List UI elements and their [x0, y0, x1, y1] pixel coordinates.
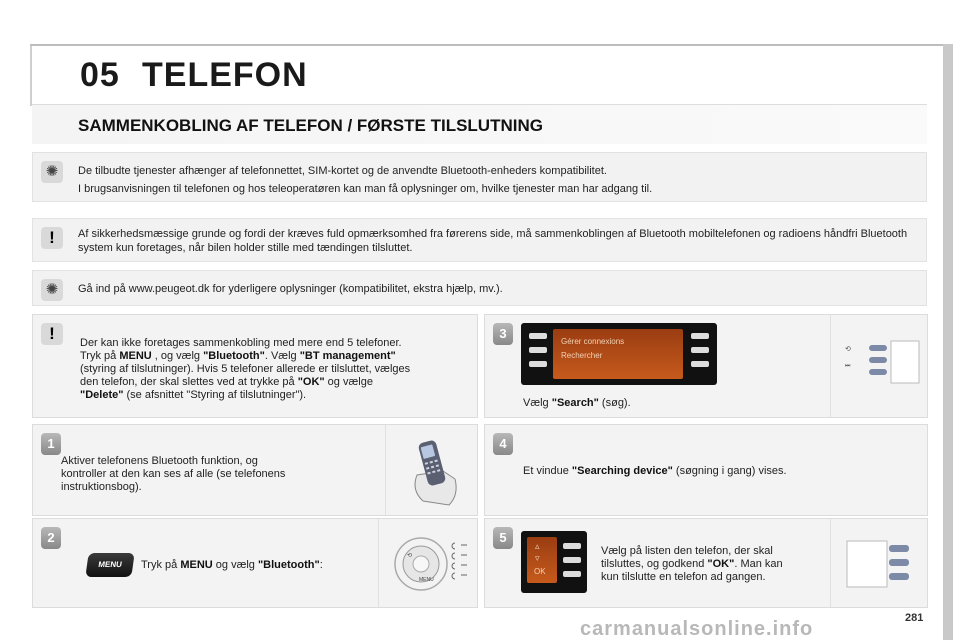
page-edge-bar [943, 44, 953, 640]
step-number-badge: 1 [41, 433, 61, 455]
chapter-number: 05 [80, 56, 120, 94]
note-text: Af sikkerhedsmæssige grunde og fordi der… [78, 228, 908, 254]
step-4-panel: 4 Et vindue "Searching device" (søgning … [484, 424, 928, 516]
step-text: Tryk på MENU og vælg "Bluetooth": [141, 559, 323, 571]
header-corner [30, 46, 80, 106]
step-line: kontroller at den kan ses af alle (se te… [61, 468, 286, 480]
divider [830, 315, 831, 417]
step-number-badge: 4 [493, 433, 513, 455]
warning-panel-max-phones: ! Der kan ikke foretages sammenkobling m… [32, 314, 478, 418]
step-number-badge: 3 [493, 323, 513, 345]
panel-line: (styring af tilslutninger). Hvis 5 telef… [80, 363, 411, 375]
page-number: 281 [905, 612, 924, 624]
svg-text:⟲: ⟲ [845, 346, 851, 353]
step-text: Vælg "Search" (søg). [523, 397, 631, 409]
info-sun-icon: ✺ [41, 161, 63, 183]
display-side-button[interactable] [563, 557, 581, 563]
chevron-down-icon: ▿ [535, 553, 540, 563]
step-line: instruktionsbog). [61, 481, 142, 493]
lcd-ok-label: OK [534, 567, 546, 576]
chevron-up-icon: ▵ [535, 541, 540, 551]
section-title: SAMMENKOBLING AF TELEFON / FØRSTE TILSLU… [78, 116, 543, 135]
display-side-button[interactable] [691, 333, 709, 339]
step-line: tilsluttes, og godkend "OK". Man kan [601, 558, 783, 570]
warning-icon: ! [41, 227, 63, 249]
radio-buttons-illustration: ⟲ ⏭ [845, 340, 920, 384]
note-line: De tilbudte tjenester afhænger af telefo… [78, 165, 607, 177]
step-5-panel: 5 ▵ ▿ OK Vælg på listen den telefon, der… [484, 518, 928, 608]
svg-text:⟲: ⟲ [407, 553, 412, 559]
step-2-panel: 2 MENU Tryk på MENU og vælg "Bluetooth":… [32, 518, 478, 608]
phone-in-hand-illustration [414, 440, 457, 506]
lcd-screen: ▵ ▿ OK [527, 537, 557, 583]
panel-line: "Delete" (se afsnittet "Styring af tilsl… [80, 389, 307, 401]
radio-control-dial-illustration: ⟲ MENU [394, 537, 467, 591]
radio-display: ▵ ▿ OK [521, 531, 587, 593]
info-note-compatibility: ✺ De tilbudte tjenester afhænger af tele… [32, 152, 927, 202]
step-3-panel: 3 Gérer connexions Rechercher Vælg "Sear… [484, 314, 928, 418]
watermark: carmanualsonline.info [580, 618, 814, 640]
step-number-badge: 2 [41, 527, 61, 549]
radio-display: Gérer connexions Rechercher [521, 323, 717, 385]
info-sun-icon: ✺ [41, 279, 63, 301]
warning-icon: ! [41, 323, 63, 345]
step-number-badge: 5 [493, 527, 513, 549]
panel-line: Der kan ikke foretages sammenkobling med… [80, 337, 402, 349]
lcd-menu-item: Gérer connexions [561, 337, 625, 346]
divider [830, 519, 831, 607]
menu-button[interactable]: MENU [85, 553, 135, 577]
step-text: Et vindue "Searching device" (søgning i … [523, 465, 787, 477]
radio-buttons-illustration [846, 540, 909, 588]
section-title-box [32, 104, 927, 144]
header-rule [30, 44, 945, 46]
display-side-button[interactable] [529, 333, 547, 339]
note-text: Gå ind på www.peugeot.dk for yderligere … [78, 283, 503, 295]
svg-text:MENU: MENU [419, 577, 434, 583]
display-side-button[interactable] [691, 361, 709, 367]
svg-text:⏭: ⏭ [845, 363, 851, 369]
step-line: Vælg på listen den telefon, der skal [601, 545, 773, 557]
step-1-panel: 1 Aktiver telefonens Bluetooth funktion,… [32, 424, 478, 516]
divider [385, 425, 386, 515]
divider [378, 519, 379, 607]
chapter-title: TELEFON [142, 56, 308, 94]
step-line: kun tilslutte en telefon ad gangen. [601, 571, 766, 583]
note-line: I brugsanvisningen til telefonen og hos … [78, 183, 653, 195]
display-side-button[interactable] [529, 347, 547, 353]
panel-line: den telefon, der skal slettes ved at try… [80, 376, 373, 388]
display-side-button[interactable] [691, 347, 709, 353]
lcd-screen: Gérer connexions Rechercher [553, 329, 683, 379]
step-line: Aktiver telefonens Bluetooth funktion, o… [61, 455, 258, 467]
lcd-menu-item-selected: Rechercher [561, 351, 603, 360]
display-side-button[interactable] [563, 571, 581, 577]
panel-line: Tryk på MENU , og vælg "Bluetooth". Vælg… [80, 350, 396, 362]
warning-note-safety: ! Af sikkerhedsmæssige grunde og fordi d… [32, 218, 927, 262]
display-side-button[interactable] [529, 361, 547, 367]
info-note-website: ✺ Gå ind på www.peugeot.dk for yderliger… [32, 270, 927, 306]
display-side-button[interactable] [563, 543, 581, 549]
